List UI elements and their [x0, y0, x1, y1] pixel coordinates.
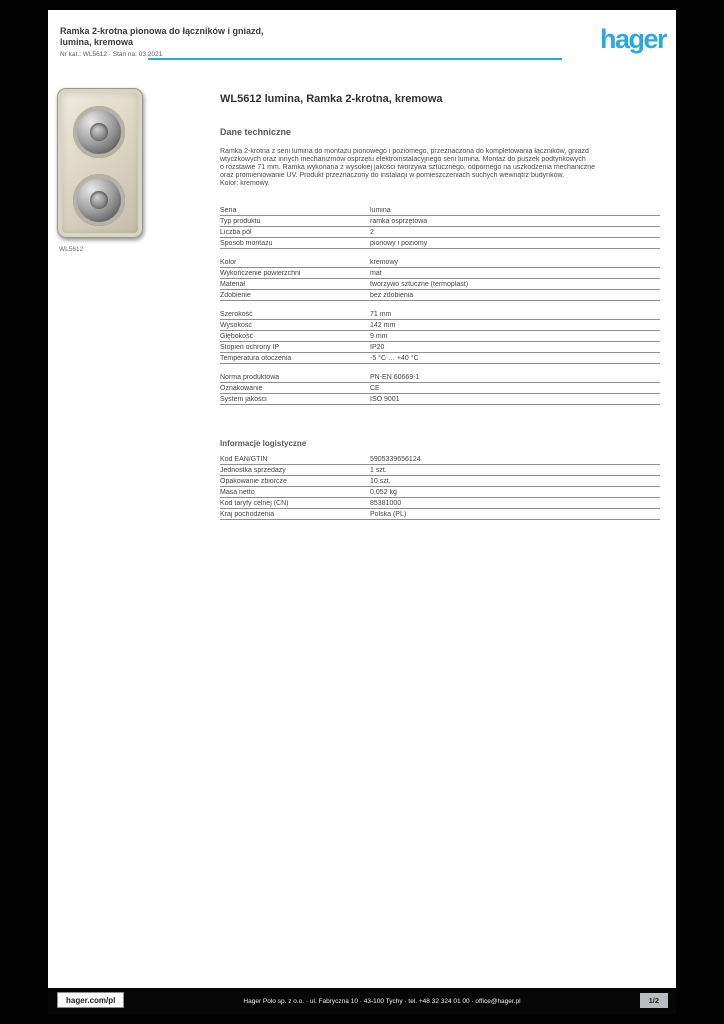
spec-row: Głębokość 9 mm: [220, 331, 660, 342]
spec-row: Sposób montażu pionowy i poziomy: [220, 238, 660, 249]
spec-value: 1 szt.: [370, 467, 387, 474]
spec-label: Seria: [220, 207, 237, 214]
spec-value: 10 szt.: [370, 478, 391, 485]
spec-value: 71 mm: [370, 311, 392, 318]
description-line: o rozstawie 71 mm. Ramka wykonana z wyso…: [220, 164, 596, 171]
spec-label: Temperatura otoczenia: [220, 355, 292, 362]
website-box: hager.com/pl: [57, 992, 125, 1008]
spec-label: Jednostka sprzedaży: [220, 467, 286, 474]
product-description: Ramka 2-krotna z serii lumina do montażu…: [220, 148, 660, 188]
spec-value: 5905339656124: [370, 456, 421, 463]
spec-label: Materiał: [220, 281, 245, 288]
spec-row: Liczba pól 2: [220, 227, 660, 238]
header: Ramka 2-krotna pionowa do łączników i gn…: [60, 26, 264, 58]
technical-data-heading: Dane techniczne: [220, 127, 292, 137]
description-line: Kolor: kremowy.: [220, 180, 270, 187]
footer-company-line: Hager Polo sp. z o.o. · ul. Fabryczna 10…: [243, 998, 521, 1005]
spec-row: Masa netto 0,052 kg: [220, 487, 660, 498]
spec-label: Opakowanie zbiorcze: [220, 478, 287, 485]
spec-value: 2: [370, 229, 374, 236]
spec-value: ramka osprzętowa: [370, 218, 428, 225]
description-line: Ramka 2-krotna z serii lumina do montażu…: [220, 148, 589, 155]
product-photo-caption: WL5612: [59, 246, 84, 253]
spec-row: Seria lumina: [220, 205, 660, 216]
spec-row: Typ produktu ramka osprzętowa: [220, 216, 660, 227]
spec-row: Oznakowanie CE: [220, 383, 660, 394]
spec-value: pionowy i poziomy: [370, 240, 428, 247]
spec-label: Oznakowanie: [220, 385, 263, 392]
spec-label: Kraj pochodzenia: [220, 511, 275, 518]
spec-label: Liczba pól: [220, 229, 252, 236]
spec-label: Wykończenie powierzchni: [220, 270, 301, 277]
spec-value: kremowy: [370, 259, 399, 266]
header-divider-rule: [148, 58, 562, 60]
spec-row: Zdobienie bez zdobienia: [220, 290, 660, 301]
hager-logo: hager: [599, 24, 668, 54]
spec-value: Polska (PL): [370, 511, 407, 518]
spec-value: 85381000: [370, 500, 402, 507]
spec-label: Norma produktowa: [220, 374, 280, 381]
spec-section: Szerokość 71 mm Wysokość 142 mm Głębokość 9 m…: [220, 309, 660, 364]
spec-row: Temperatura otoczenia -5 °C … +40 °C: [220, 353, 660, 364]
spec-label: Kod taryfy celnej (CN): [220, 500, 289, 507]
main-content: WL5612 lumina, Ramka 2-krotna, kremowa D…: [220, 93, 660, 528]
spec-label: Zdobienie: [220, 292, 251, 299]
spec-section-heading: Informacje logistyczne: [220, 439, 307, 448]
spec-value: PN-EN 60669-1: [370, 374, 420, 381]
datasheet-page: Ramka 2-krotna pionowa do łączników i gn…: [48, 10, 676, 1014]
spec-value: 142 mm: [370, 322, 396, 329]
spec-value: mat: [370, 270, 382, 277]
spec-row: Szerokość 71 mm: [220, 309, 660, 320]
spec-label: System jakości: [220, 396, 267, 403]
spec-label: Sposób montażu: [220, 240, 273, 247]
spec-label: Kolor: [220, 259, 237, 266]
footer-bar: hager.com/pl Hager Polo sp. z o.o. · ul.…: [48, 988, 676, 1014]
page-number-badge: 1/2: [639, 993, 668, 1008]
spec-label: Masa netto: [220, 489, 255, 496]
spec-label: Głębokość: [220, 333, 254, 340]
spec-value: lumina: [370, 207, 391, 214]
socket-opening-top: [73, 106, 125, 158]
header-reference-line: Nr kat.: WL5612 · Stan na: 03.2021: [60, 51, 163, 58]
spec-value: 9 mm: [370, 333, 388, 340]
header-product-title-line2: lumina, kremowa: [60, 37, 134, 47]
spec-row: Kod EAN/GTIN 5905339656124: [220, 454, 660, 465]
description-line: oraz promieniowanie UV. Produkt przeznac…: [220, 172, 565, 179]
spec-value: ISO 9001: [370, 396, 400, 403]
spec-row: System jakości ISO 9001: [220, 394, 660, 405]
spec-row: Materiał tworzywo sztuczne (termoplast): [220, 279, 660, 290]
spec-label: Typ produktu: [220, 218, 261, 225]
spec-label: Szerokość: [220, 311, 253, 318]
page-title: WL5612 lumina, Ramka 2-krotna, kremowa: [220, 93, 443, 105]
spec-row: Jednostka sprzedaży 1 szt.: [220, 465, 660, 476]
spec-label: Wysokość: [220, 322, 252, 329]
spec-row: Kolor kremowy: [220, 257, 660, 268]
spec-value: CE: [370, 385, 380, 392]
spec-row: Stopień ochrony IP IP20: [220, 342, 660, 353]
spec-row: Norma produktowa PN-EN 60669-1: [220, 372, 660, 383]
spec-row: Wykończenie powierzchni mat: [220, 268, 660, 279]
spec-row: Opakowanie zbiorcze 10 szt.: [220, 476, 660, 487]
header-product-title-line1: Ramka 2-krotna pionowa do łączników i gn…: [60, 26, 264, 36]
spec-label: Kod EAN/GTIN: [220, 456, 268, 463]
socket-opening-bottom: [73, 174, 125, 226]
spec-row: Wysokość 142 mm: [220, 320, 660, 331]
spec-label: Stopień ochrony IP: [220, 344, 280, 351]
description-line: wtyczkowych oraz innych mechanizmów ospr…: [220, 156, 586, 163]
spec-value: bez zdobienia: [370, 292, 414, 299]
product-photo-frame: [57, 88, 143, 238]
spec-row: Kod taryfy celnej (CN) 85381000: [220, 498, 660, 509]
spec-value: -5 °C … +40 °C: [370, 355, 419, 362]
spec-row: Kraj pochodzenia Polska (PL): [220, 509, 660, 520]
spec-value: tworzywo sztuczne (termoplast): [370, 281, 469, 288]
spec-value: 0,052 kg: [370, 489, 397, 496]
spec-value: IP20: [370, 344, 385, 351]
